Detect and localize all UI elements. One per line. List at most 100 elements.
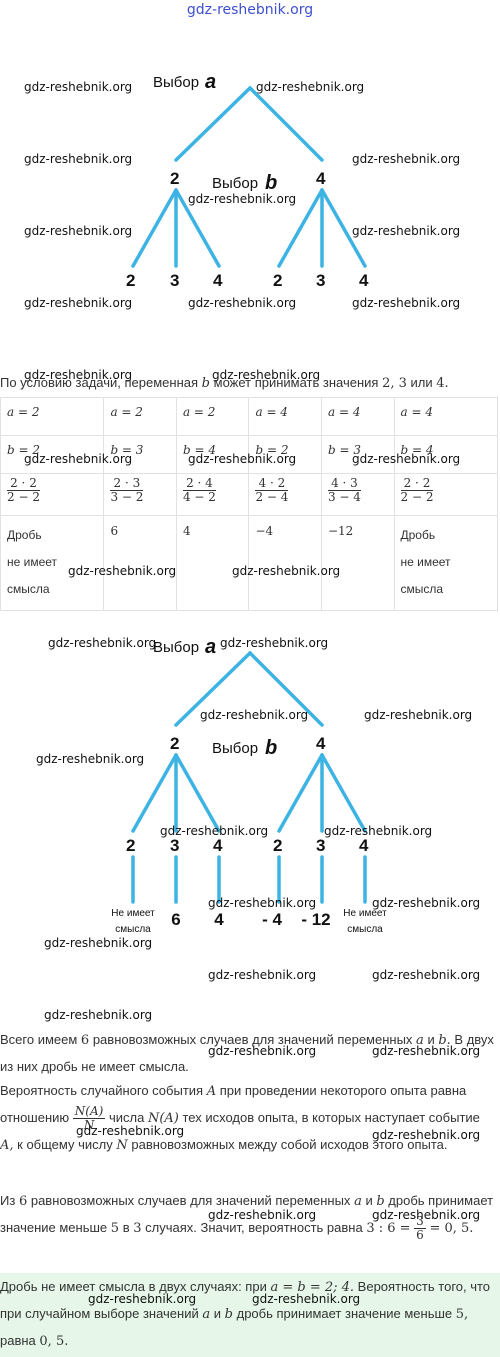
text-part: и	[365, 1193, 373, 1208]
intro-part: По условию задачи, переменная	[0, 375, 199, 390]
fraction-den: 2 − 4	[255, 490, 289, 504]
choose-b-label: Выбор	[212, 740, 258, 757]
watermark-link[interactable]: gdz-reshebnik.org	[44, 1008, 153, 1022]
result-value: - 12	[301, 910, 330, 929]
watermark-link[interactable]: gdz-reshebnik.org	[24, 368, 133, 382]
watermark-link[interactable]: gdz-reshebnik.org	[372, 896, 481, 910]
table-cell: b = 3	[320, 435, 395, 474]
paragraph-total-cases: Всего имеем 6 равновозможных случаев для…	[0, 1027, 496, 1080]
watermark-link[interactable]: gdz-reshebnik.org	[232, 564, 341, 578]
watermark-link[interactable]: gdz-reshebnik.org	[352, 452, 461, 466]
tree-diagram-1: Выбор a Выбор b 2 4 2 3 4 2 3 4	[126, 71, 369, 290]
table-cell: −4	[248, 515, 322, 611]
fraction-num: 2 · 3	[110, 477, 144, 491]
text-part: при проведении некоторого опыта равна от…	[0, 1083, 467, 1125]
watermark-link[interactable]: gdz-reshebnik.org	[208, 968, 317, 982]
ratio: 3 : 6 =	[366, 1221, 411, 1236]
watermark-link[interactable]: gdz-reshebnik.org	[24, 80, 133, 94]
watermark-link[interactable]: gdz-reshebnik.org	[256, 80, 365, 94]
no-meaning-text: смысла	[7, 582, 50, 596]
top-watermark[interactable]: gdz-reshebnik.org	[186, 2, 314, 18]
watermark-link[interactable]: gdz-reshebnik.org	[352, 296, 461, 310]
no-meaning-text: не имеет	[400, 555, 451, 569]
watermark-link[interactable]: gdz-reshebnik.org	[364, 708, 473, 722]
fraction-num: 4 · 3	[327, 477, 361, 491]
watermark-link[interactable]: gdz-reshebnik.org	[352, 152, 461, 166]
watermark-link[interactable]: gdz-reshebnik.org	[208, 1208, 317, 1222]
fraction-num: 4 · 2	[255, 477, 289, 491]
answer-text: Дробь не имеет смысла в двух случаях: пр…	[0, 1274, 496, 1355]
result-value: 6	[171, 910, 180, 929]
watermark-link[interactable]: gdz-reshebnik.org	[44, 936, 153, 950]
table-cell: a = 4	[393, 397, 498, 436]
watermark-link[interactable]: gdz-reshebnik.org	[160, 824, 269, 838]
text-part: и	[213, 1306, 222, 1321]
paragraph-calculation: Из 6 равновозможных случаев для значений…	[0, 1188, 496, 1242]
watermark-link[interactable]: gdz-reshebnik.org	[352, 224, 461, 238]
watermark-link[interactable]: gdz-reshebnik.org	[36, 752, 145, 766]
table-cell: 6	[103, 515, 177, 611]
watermark-link[interactable]: gdz-reshebnik.org	[188, 296, 297, 310]
result-value: = 0, 5.	[429, 1221, 474, 1236]
fraction-num: 2 · 2	[400, 477, 434, 491]
fraction-den: 3 − 2	[110, 490, 144, 504]
cases-table: a = 2 a = 2 a = 2 a = 4 a = 4 a = 4 b = …	[0, 397, 498, 611]
table-cell: a = 2	[175, 397, 250, 436]
watermark-link[interactable]: gdz-reshebnik.org	[252, 1292, 361, 1306]
text-part: дробь принимает значение меньше	[236, 1306, 453, 1321]
watermark-link[interactable]: gdz-reshebnik.org	[372, 968, 481, 982]
watermark-link[interactable]: gdz-reshebnik.org	[76, 1124, 185, 1138]
fraction-den: 4 − 2	[182, 490, 216, 504]
variable: a	[416, 1033, 424, 1048]
text-part: Вероятность случайного события	[0, 1083, 204, 1098]
watermark-link[interactable]: gdz-reshebnik.org	[372, 1128, 481, 1142]
watermark-link[interactable]: gdz-reshebnik.org	[372, 1044, 481, 1058]
variable: A,	[0, 1138, 14, 1154]
number: 6	[18, 1194, 28, 1209]
tree-leaf: 3	[170, 836, 179, 855]
watermark-link[interactable]: gdz-reshebnik.org	[212, 368, 321, 382]
watermark-link[interactable]: gdz-reshebnik.org	[188, 452, 297, 466]
result-value: - 4	[262, 910, 282, 929]
table-cell: b = 4	[175, 435, 250, 474]
tree-node-a-4: 4	[316, 169, 326, 188]
table-cell: Дробь не имеет смысла	[0, 515, 105, 611]
watermark-link[interactable]: gdz-reshebnik.org	[24, 296, 133, 310]
tree-leaf: 4	[213, 836, 223, 855]
variable: b	[224, 1307, 233, 1322]
watermark-link[interactable]: gdz-reshebnik.org	[24, 452, 133, 466]
no-meaning-label: Не имеет	[111, 908, 155, 919]
table-cell: b = 2	[248, 435, 322, 474]
watermark-link[interactable]: gdz-reshebnik.org	[188, 192, 297, 206]
watermark-link[interactable]: gdz-reshebnik.org	[220, 636, 329, 650]
watermark-link[interactable]: gdz-reshebnik.org	[48, 636, 157, 650]
fraction-den: 2 − 2	[7, 490, 40, 504]
watermark-link[interactable]: gdz-reshebnik.org	[372, 1208, 481, 1222]
watermark-link[interactable]: gdz-reshebnik.org	[88, 1292, 197, 1306]
tree-node-a-2: 2	[170, 734, 179, 753]
table-cell: a = 2	[0, 397, 105, 436]
watermark-link[interactable]: gdz-reshebnik.org	[24, 152, 133, 166]
watermark-link[interactable]: gdz-reshebnik.org	[24, 224, 133, 238]
text-part: равновозможных случаев для значений пере…	[92, 1032, 413, 1047]
table-row-a: a = 2 a = 2 a = 2 a = 4 a = 4 a = 4	[0, 397, 498, 436]
intro-text: По условию задачи, переменная b может пр…	[0, 372, 496, 395]
watermark-link[interactable]: gdz-reshebnik.org	[324, 824, 433, 838]
watermark-link[interactable]: gdz-reshebnik.org	[68, 564, 177, 578]
fraction-den: 2 − 2	[400, 490, 434, 504]
watermark-link[interactable]: gdz-reshebnik.org	[208, 1044, 317, 1058]
watermark-link[interactable]: gdz-reshebnik.org	[208, 896, 317, 910]
variable: a	[202, 1307, 211, 1322]
text-part: Вероятность того, что при случайном выбо…	[0, 1279, 491, 1321]
no-meaning-label: Не имеет	[343, 908, 387, 919]
text-part: в	[122, 1220, 130, 1235]
watermark-link[interactable]: gdz-reshebnik.org	[200, 708, 309, 722]
text-part: числа	[108, 1110, 145, 1125]
number: 5	[110, 1221, 120, 1236]
